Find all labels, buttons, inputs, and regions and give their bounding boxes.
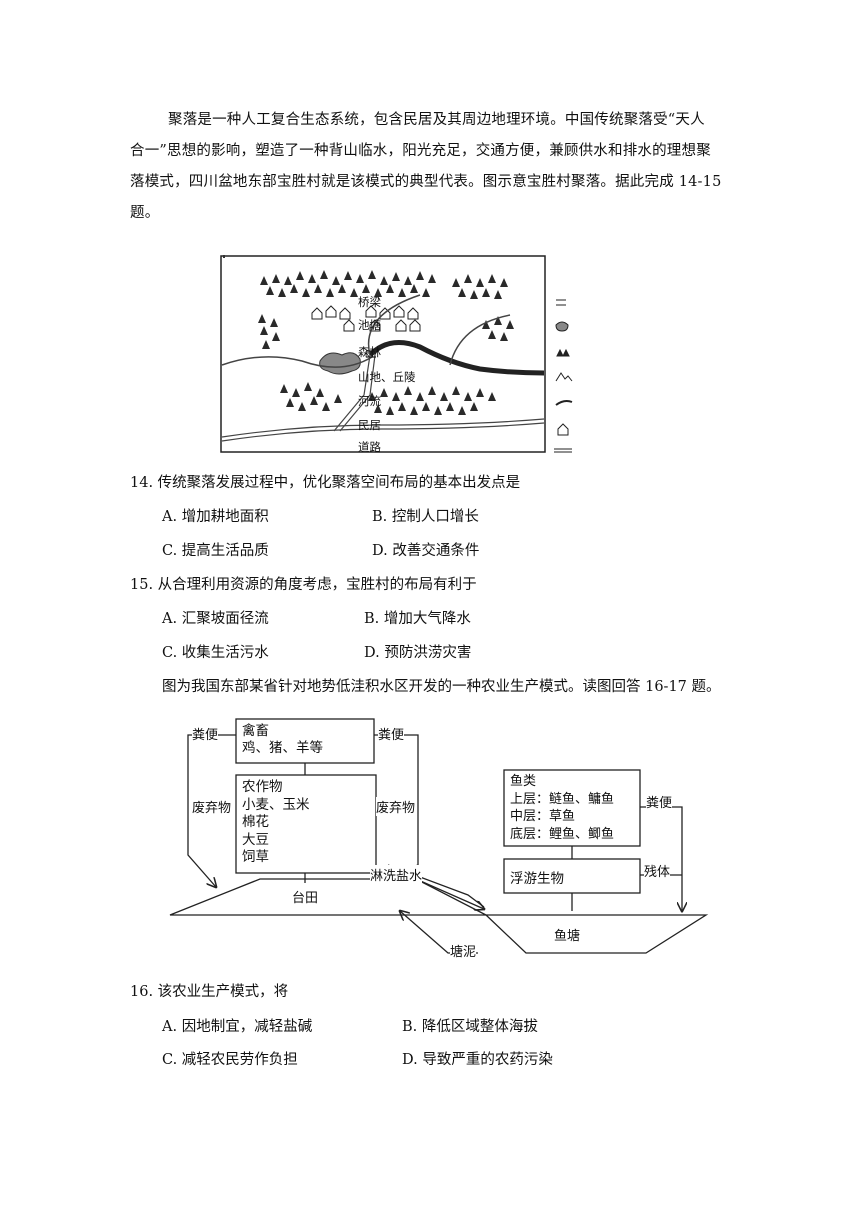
legend-icons (554, 299, 573, 453)
fish-line-3: 中层：草鱼 (510, 809, 576, 824)
q14-stem: 14. 传统聚落发展过程中，优化聚落空间布局的基本出发点是 (130, 475, 521, 491)
fish-line-1: 鱼类 (510, 774, 537, 789)
waste-left-label: 废弃物 (192, 797, 232, 816)
livestock-box: 禽畜 鸡、猪、羊等 (242, 723, 323, 757)
intro-2: 图为我国东部某省针对地势低洼积水区开发的一种农业生产模式。读图回答 16-17 … (162, 679, 721, 695)
agriculture-diagram: 禽畜 鸡、猪、羊等 农作物 小麦、玉米 棉花 大豆 饲草 鱼类 上层：鲢鱼、鳙鱼… (168, 715, 713, 965)
intro-line-1: 聚落是一种人工复合生态系统，包含民居及其周边地理环境。中国传统聚落受“天人 (168, 112, 705, 128)
fish-box: 鱼类 上层：鲢鱼、鳙鱼 中层：草鱼 底层：鲤鱼、鲫鱼 (510, 773, 614, 843)
intro-line-2: 合一”思想的影响，塑造了一种背山临水，阳光充足，交通方便，兼顾供水和排水的理想聚 (130, 143, 711, 159)
q15-option-a: A. 汇聚坡面径流 (162, 611, 269, 627)
q15-option-c: C. 收集生活污水 (162, 645, 269, 661)
leach-label: 淋洗盐水 (370, 865, 423, 884)
q14-option-b: B. 控制人口增长 (372, 509, 479, 525)
livestock-items: 鸡、猪、羊等 (242, 740, 323, 756)
legend-forest: 森林 (358, 345, 381, 359)
waste-mid-label: 废弃物 (376, 797, 416, 816)
road (221, 418, 545, 438)
crops-line-4: 大豆 (242, 831, 269, 848)
q16-option-b: B. 降低区域整体海拔 (402, 1019, 538, 1035)
crops-line-3: 棉花 (242, 814, 269, 830)
q15-option-d: D. 预防洪涝灾害 (364, 645, 472, 661)
fish-line-2: 上层：鲢鱼、鳙鱼 (510, 791, 615, 807)
intro-line-4: 题。 (130, 205, 160, 221)
village-map-figure: 桥梁 池塘 森林 山地、丘陵 河流 民居 道路 (220, 247, 640, 455)
residue-label: 残体 (644, 861, 671, 880)
manure-right-label: 粪便 (646, 792, 673, 811)
legend-dwelling: 民居 (358, 418, 381, 432)
crops-line-2: 小麦、玉米 (242, 796, 310, 813)
legend-pond: 池塘 (358, 318, 381, 332)
intro-line-3: 落模式，四川盆地东部宝胜村就是该模式的典型代表。图示意宝胜村聚落。据此完成 14… (130, 174, 722, 190)
terrace-label: 台田 (292, 891, 319, 906)
q14-option-c: C. 提高生活品质 (162, 543, 269, 559)
pond-label: 鱼塘 (554, 929, 581, 944)
mud-label: 塘泥 (450, 941, 477, 960)
pond (319, 352, 361, 375)
crops-line-5: 饲草 (242, 849, 269, 865)
q16-option-d: D. 导致严重的农药污染 (402, 1052, 553, 1068)
crops-line-1: 农作物 (242, 779, 283, 795)
legend-bridge: 桥梁 (358, 295, 381, 309)
houses (311, 305, 421, 332)
manure-left-label: 粪便 (192, 724, 219, 743)
livestock-title: 禽畜 (242, 723, 269, 739)
river (368, 340, 545, 376)
village-map (220, 247, 573, 453)
q16-option-a: A. 因地制宜，减轻盐碱 (162, 1019, 313, 1035)
bridge (366, 350, 376, 358)
manure-mid-label: 粪便 (378, 724, 405, 743)
fish-line-4: 底层：鲤鱼、鲫鱼 (510, 826, 615, 842)
q14-option-a: A. 增加耕地面积 (162, 509, 269, 525)
q16-stem: 16. 该农业生产模式，将 (130, 984, 289, 1000)
crops-box: 农作物 小麦、玉米 棉花 大豆 饲草 (242, 779, 310, 867)
legend-river: 河流 (358, 394, 381, 408)
intro-paragraph: 聚落是一种人工复合生态系统，包含民居及其周边地理环境。中国传统聚落受“天人 合一… (130, 105, 730, 229)
legend-road: 道路 (358, 440, 381, 454)
q14-option-d: D. 改善交通条件 (372, 543, 480, 559)
q15-stem: 15. 从合理利用资源的角度考虑，宝胜村的布局有利于 (130, 577, 477, 593)
q15-option-b: B. 增加大气降水 (364, 611, 471, 627)
legend-mountain: 山地、丘陵 (358, 370, 416, 384)
q16-option-c: C. 减轻农民劳作负担 (162, 1052, 298, 1068)
plankton-label: 浮游生物 (510, 871, 564, 887)
